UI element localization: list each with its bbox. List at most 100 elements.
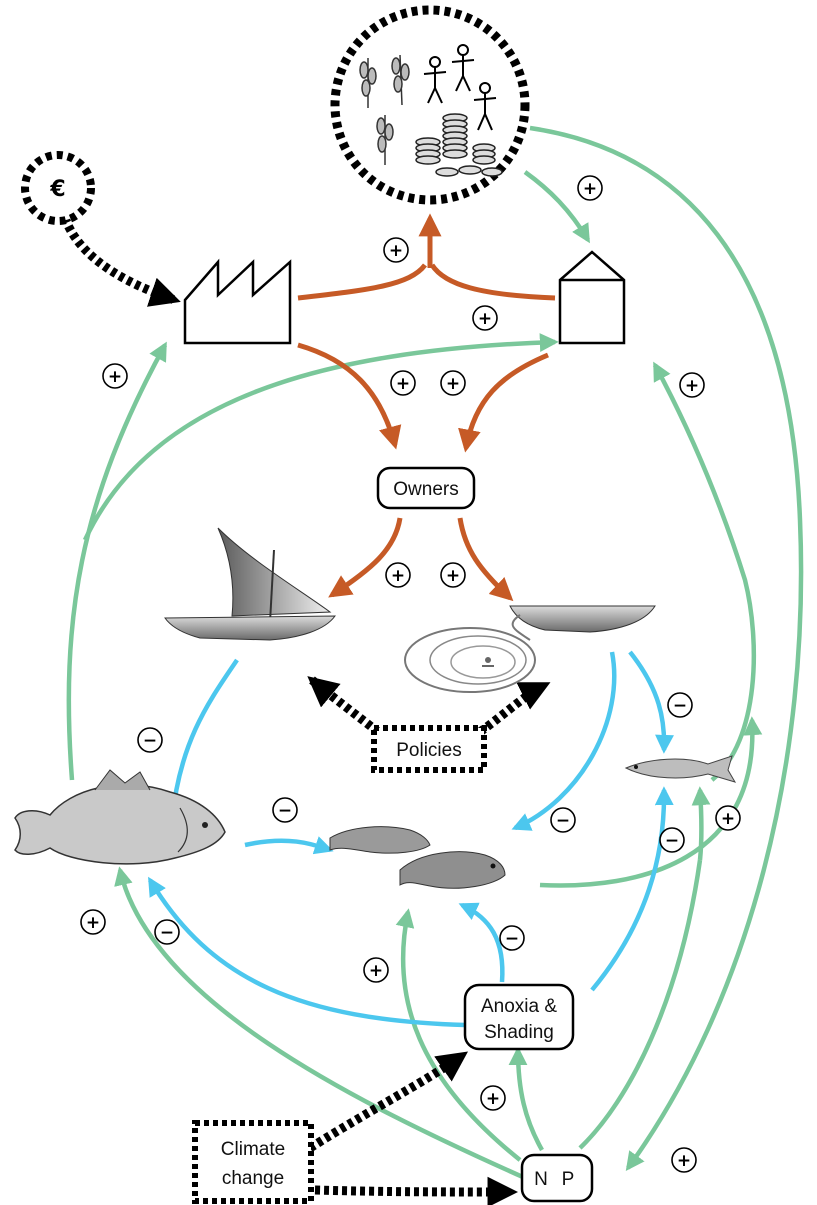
wheat-icon (359, 54, 410, 165)
link-perch-to-factory (66, 341, 167, 781)
factory-icon (183, 258, 292, 345)
svg-text:+: + (478, 309, 492, 329)
coins-icon (415, 113, 503, 177)
plus-badge: + (390, 370, 416, 396)
link-np-to-perch (114, 866, 526, 1181)
society-node (330, 5, 530, 205)
svg-text:+: + (389, 241, 403, 261)
link-np-to-dagaa (691, 786, 711, 861)
link-anoxia-to-dagaa (590, 786, 674, 992)
link-owners-to-canoe (457, 517, 514, 602)
house-icon (558, 250, 626, 345)
link-cichlid-to-house-curve (539, 716, 763, 888)
people-icon (423, 44, 497, 131)
svg-text:+: + (446, 566, 460, 586)
svg-text:+: + (583, 179, 597, 199)
link-society-to-house (523, 170, 590, 244)
svg-text:−: − (505, 929, 519, 949)
link-policies-to-dhow (307, 676, 381, 736)
link-house-to-owners (458, 352, 549, 453)
canoe-net-icon (404, 605, 656, 693)
euro-border (21, 151, 95, 225)
anoxia-shading-node: Anoxia & Shading (463, 983, 575, 1051)
link-euro-to-factory (60, 216, 181, 307)
green-links (66, 125, 804, 1181)
svg-text:+: + (396, 374, 410, 394)
plus-badge: + (363, 957, 389, 983)
link-canoe-to-dagaa (628, 650, 674, 754)
minus-badge: − (659, 827, 685, 853)
svg-text:−: − (665, 831, 679, 851)
link-dagaa-to-house (653, 361, 757, 782)
plus-badge: + (102, 363, 128, 389)
svg-text:−: − (278, 801, 292, 821)
np-label-n: N (534, 1169, 548, 1190)
blue-links (148, 650, 674, 1028)
link-climate-to-np (314, 1176, 519, 1205)
policies-node: Policies (371, 725, 487, 773)
dagaa-icon (624, 755, 737, 783)
nile-perch-icon (14, 769, 226, 865)
svg-text:−: − (160, 923, 174, 943)
np-label-p: P (562, 1169, 575, 1190)
plus-badge: + (385, 562, 411, 588)
link-factory-to-society-a (297, 263, 427, 301)
plus-badge: + (472, 305, 498, 331)
link-canoe-to-cichlids (511, 651, 617, 831)
driver-links (60, 216, 551, 1205)
climate-label-line2: change (222, 1168, 284, 1189)
cichlid-icon (329, 826, 506, 889)
svg-text:+: + (391, 566, 405, 586)
sailboat-icon (164, 527, 336, 641)
svg-text:+: + (108, 367, 122, 387)
link-anoxia-to-perch (148, 876, 466, 1028)
plus-badge: + (440, 370, 466, 396)
np-node: N P (520, 1153, 594, 1203)
link-house-to-society-a (429, 263, 556, 301)
link-climate-to-anoxia (307, 1051, 469, 1152)
link-np-to-anoxia (508, 1046, 544, 1152)
link-np-to-dagaa-curve (578, 859, 703, 1150)
svg-text:+: + (721, 809, 735, 829)
plus-badge: + (679, 372, 705, 398)
minus-badge: − (137, 727, 163, 753)
plus-badge: + (80, 909, 106, 935)
minus-badge: − (154, 919, 180, 945)
svg-text:+: + (369, 961, 383, 981)
owners-label: Owners (393, 479, 458, 500)
svg-text:+: + (685, 376, 699, 396)
link-anoxia-to-cichlids (458, 902, 505, 983)
policies-label: Policies (396, 740, 461, 761)
euro-symbol: € (49, 177, 65, 202)
link-policies-to-canoe (477, 680, 551, 736)
euro-node: € (21, 151, 95, 225)
plus-badge: + (383, 237, 409, 263)
link-factory-to-owners (297, 342, 402, 450)
link-society-to-np (529, 125, 804, 1172)
climate-label-line1: Climate (221, 1139, 285, 1160)
plus-badge: + (715, 805, 741, 831)
anoxia-label-line1: Anoxia & (481, 996, 557, 1017)
climate-change-node: Climate change (192, 1120, 314, 1204)
link-perch-to-house (82, 333, 559, 541)
minus-badge: − (272, 797, 298, 823)
minus-badge: − (667, 692, 693, 718)
svg-text:+: + (486, 1089, 500, 1109)
svg-text:+: + (446, 374, 460, 394)
plus-badge: + (671, 1147, 697, 1173)
plus-badge: + (480, 1085, 506, 1111)
svg-text:−: − (556, 811, 570, 831)
minus-badge: − (550, 807, 576, 833)
svg-text:+: + (86, 913, 100, 933)
svg-text:−: − (673, 696, 687, 716)
anoxia-label-line2: Shading (484, 1022, 554, 1043)
sign-badges: + + + + + + + + + − − − − + − + − − + + … (80, 175, 741, 1173)
svg-text:−: − (143, 731, 157, 751)
link-owners-to-dhow (328, 517, 403, 598)
orange-links (297, 213, 556, 602)
svg-text:+: + (677, 1151, 691, 1171)
link-np-to-cichlids (395, 908, 522, 1162)
plus-badge: + (440, 562, 466, 588)
